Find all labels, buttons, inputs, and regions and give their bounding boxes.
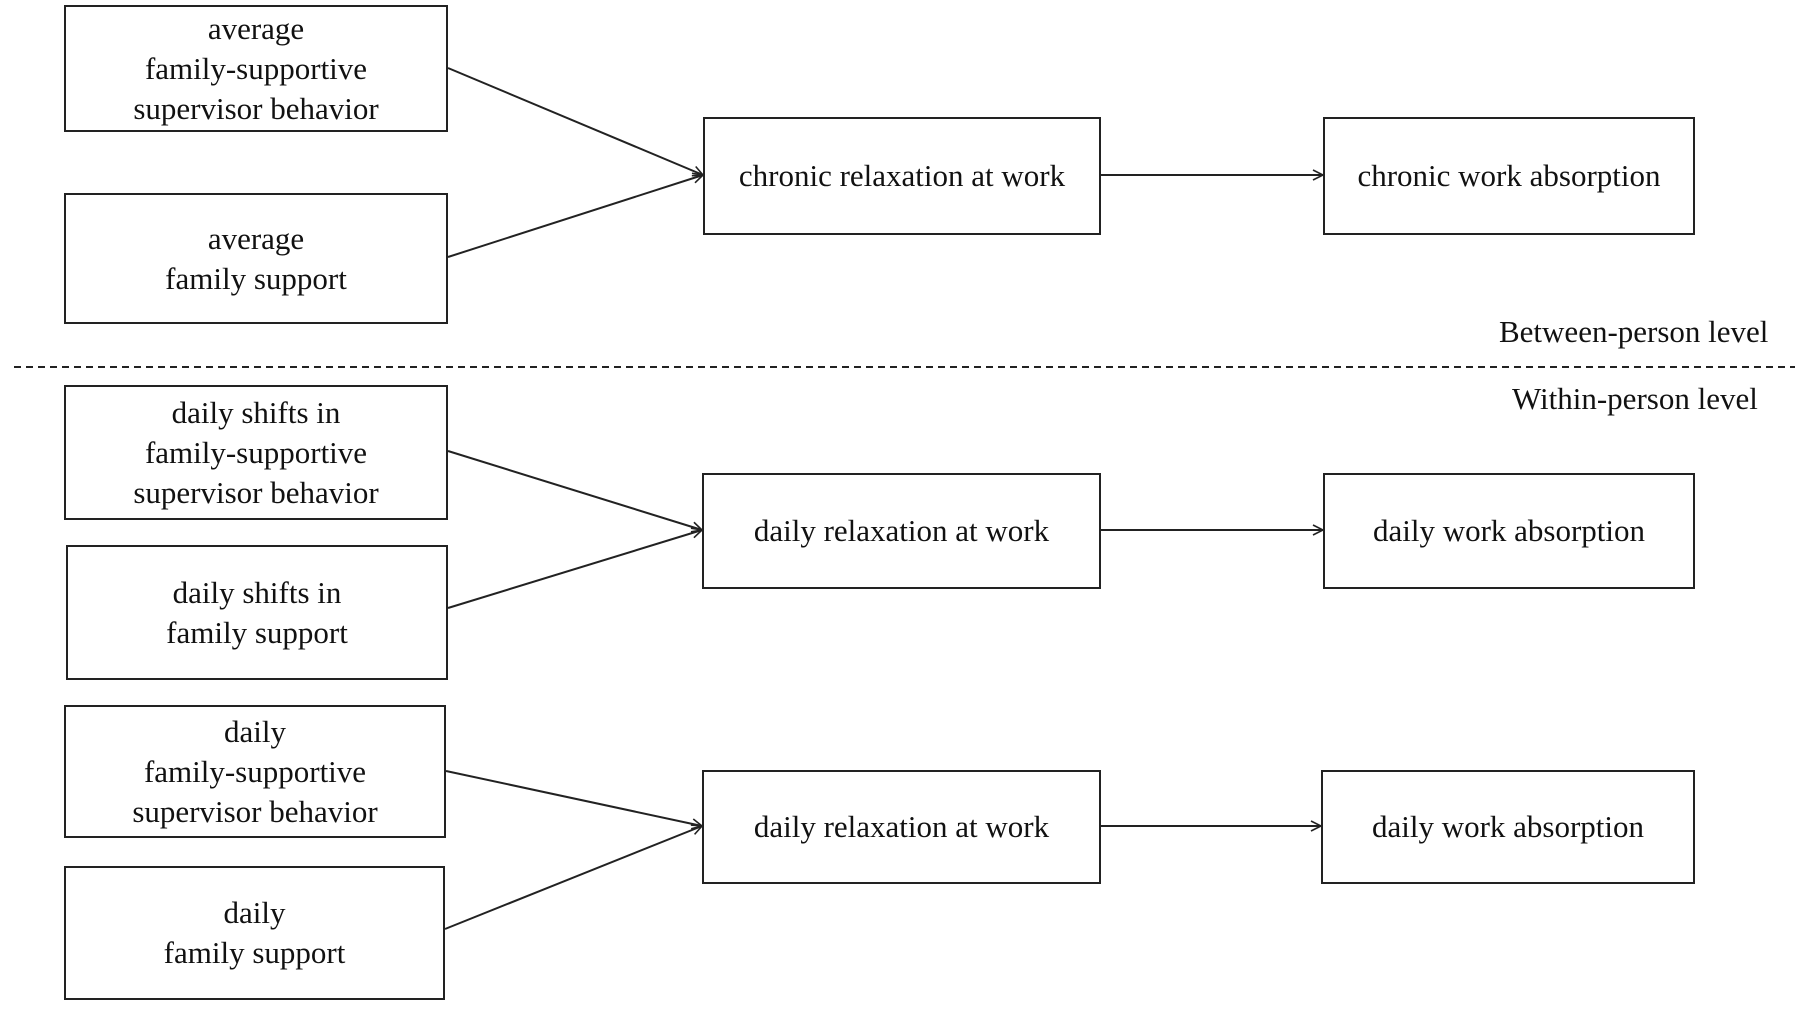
arrow-shifts-family-support-to-daily-relaxation [447, 530, 702, 609]
box-line: daily shifts in [171, 394, 341, 430]
box-line: daily [223, 895, 286, 930]
box-line: daily shifts in [172, 574, 342, 610]
box-daily-shifts-fssb: daily shifts in family-supportive superv… [64, 385, 448, 520]
box-line: daily [224, 713, 286, 749]
box-line: supervisor behavior [133, 90, 379, 126]
box-line: daily relaxation at work [753, 809, 1050, 844]
box-daily-family-support: daily family support [64, 866, 445, 1000]
box-daily-work-absorption: daily work absorption [1323, 473, 1695, 589]
arrow-daily-fssb-to-daily-relaxation-2 [445, 770, 702, 826]
box-line: family support [163, 935, 346, 970]
box-daily-fssb: daily family-supportive supervisor behav… [64, 705, 446, 838]
box-line: average [207, 10, 305, 46]
box-line: family support [165, 260, 347, 296]
box-line: supervisor behavior [133, 474, 379, 510]
box-line: chronic work absorption [1357, 158, 1661, 193]
box-line: family-supportive [144, 434, 368, 470]
arrow-daily-family-support-to-daily-relaxation-2 [444, 826, 702, 930]
box-daily-relaxation-2: daily relaxation at work [702, 770, 1101, 884]
box-line: family-supportive [143, 753, 367, 789]
box-line: average [207, 220, 305, 256]
between-person-level-label: Between-person level [1499, 314, 1769, 349]
box-line: chronic relaxation at work [738, 158, 1066, 193]
box-chronic-relaxation: chronic relaxation at work [703, 117, 1101, 235]
arrow-avg-family-support-to-chronic-relaxation [447, 175, 703, 258]
box-average-family-support: average family support [64, 193, 448, 324]
box-chronic-work-absorption: chronic work absorption [1323, 117, 1695, 235]
box-line: daily work absorption [1371, 809, 1645, 844]
box-line: family support [166, 614, 348, 650]
box-line: family-supportive [144, 50, 368, 86]
box-daily-shifts-family-support: daily shifts in family support [66, 545, 448, 680]
within-person-level-label: Within-person level [1512, 381, 1758, 416]
box-line: daily work absorption [1372, 513, 1646, 548]
arrow-shifts-fssb-to-daily-relaxation [447, 450, 702, 530]
box-line: supervisor behavior [132, 793, 378, 829]
box-line: daily relaxation at work [753, 513, 1050, 548]
arrow-avg-fssb-to-chronic-relaxation [447, 67, 703, 175]
box-daily-work-absorption-2: daily work absorption [1321, 770, 1695, 884]
box-daily-relaxation: daily relaxation at work [702, 473, 1101, 589]
box-average-fssb: average family-supportive supervisor beh… [64, 5, 448, 132]
